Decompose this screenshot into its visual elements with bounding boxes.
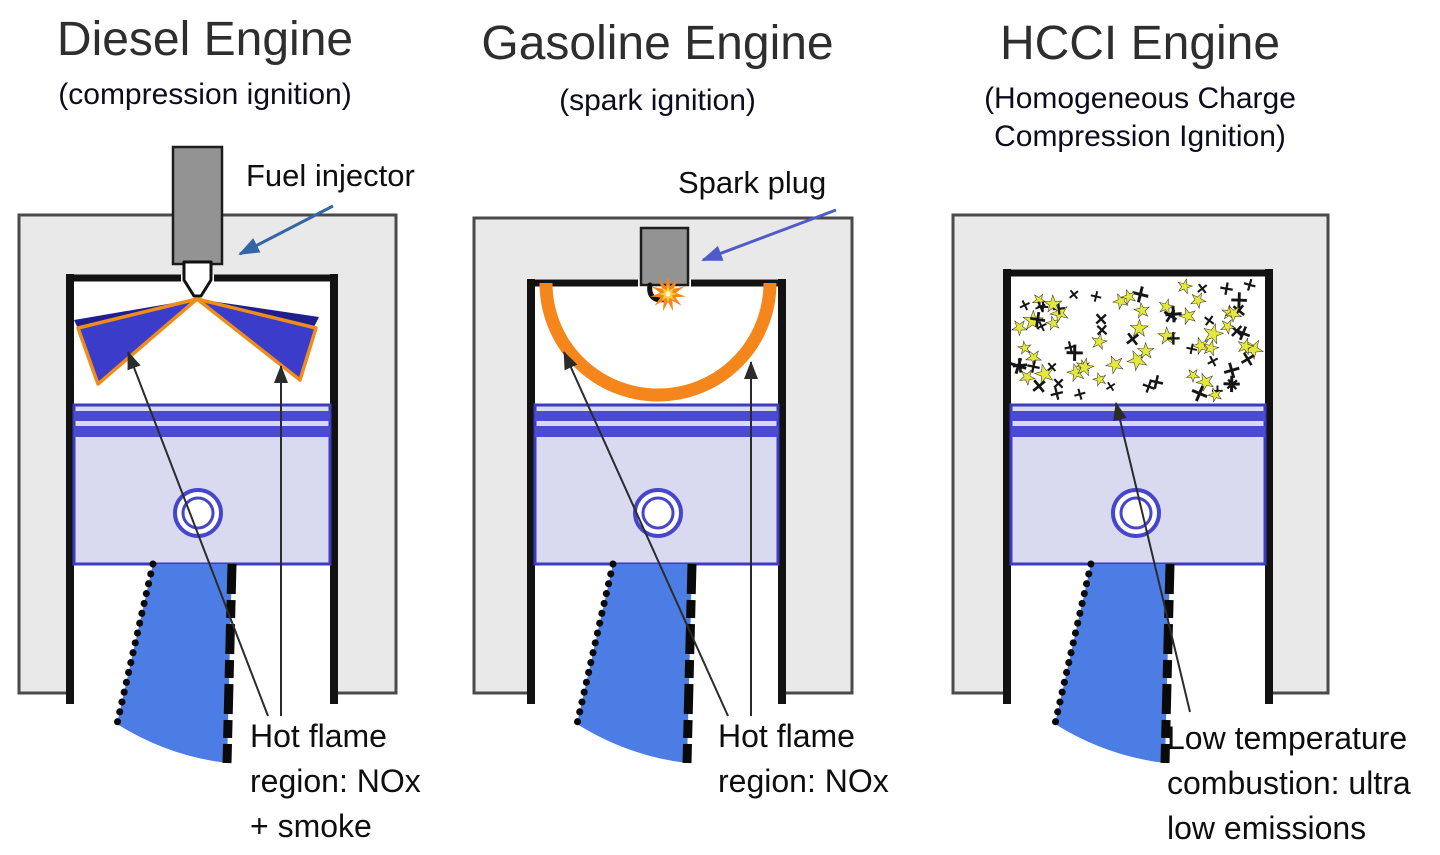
- svg-text:+: +: [1213, 278, 1240, 299]
- svg-text:★: ★: [1032, 291, 1047, 310]
- gasoline-piston: [533, 403, 780, 566]
- svg-text:+: +: [1025, 304, 1049, 335]
- svg-text:★: ★: [1111, 289, 1131, 313]
- svg-text:+: +: [1207, 384, 1227, 398]
- svg-text:+: +: [1033, 299, 1053, 314]
- hcci-note-arrow: [1113, 402, 1191, 713]
- svg-text:★: ★: [1206, 384, 1225, 406]
- diesel-note-arrow-left: [127, 351, 269, 717]
- svg-text:★: ★: [1192, 372, 1217, 392]
- fuel-spray-left-cone: [76, 297, 199, 386]
- gasoline-note-arrow-left: [563, 351, 729, 717]
- hcci-charge-stars: +★★★★++★+++★++++++★★★+++★+★+★★★++★★★★+++…: [1001, 272, 1269, 412]
- spark-plug-arrow: [701, 208, 837, 262]
- spark-plug-label: Spark plug: [678, 165, 827, 200]
- svg-text:+: +: [1221, 369, 1243, 399]
- diesel-note-label: Hot flame region: NOx + smoke: [250, 718, 421, 844]
- hcci-connecting-rod: [1051, 560, 1175, 764]
- diesel-cylinder-walls: [66, 274, 338, 704]
- svg-text:+: +: [1006, 354, 1034, 376]
- spark-flash: [650, 276, 686, 312]
- gasoline-note-label: Hot flame region: NOx: [718, 718, 889, 799]
- svg-text:+: +: [1144, 368, 1168, 397]
- diesel-engine-diagram: [17, 145, 398, 764]
- hcci-piston: [1009, 403, 1267, 566]
- diesel-piston: [72, 403, 332, 566]
- svg-text:+: +: [1158, 302, 1189, 326]
- svg-text:+: +: [1060, 335, 1081, 360]
- gasoline-title: Gasoline Engine: [481, 17, 834, 70]
- svg-text:+: +: [1228, 285, 1250, 315]
- svg-text:★: ★: [1131, 301, 1154, 320]
- hcci-engine-diagram: +★★★★++★+++★++++++★★★+++★+★+★★★++★★★★+++…: [951, 213, 1330, 764]
- hcci-subtitle: (Homogeneous Charge Compression Ignition…: [984, 82, 1296, 153]
- diesel-connecting-rod: [113, 560, 237, 764]
- svg-text:+: +: [1068, 384, 1092, 404]
- gasoline-subtitle: (spark ignition): [559, 84, 756, 117]
- svg-text:★: ★: [1156, 295, 1177, 319]
- svg-text:★: ★: [1234, 334, 1256, 360]
- svg-text:★: ★: [1047, 302, 1074, 324]
- svg-text:★: ★: [1119, 285, 1139, 308]
- hcci-note-label: Low temperature combustion: ultra low em…: [1167, 720, 1411, 846]
- svg-text:★: ★: [1074, 359, 1093, 373]
- diesel-subtitle: (compression ignition): [58, 78, 352, 111]
- gasoline-cylinder-walls: [527, 279, 786, 704]
- flame-front-arc: [539, 282, 777, 402]
- spark-plug-body: [639, 226, 690, 287]
- svg-text:+: +: [1047, 300, 1070, 318]
- gasoline-connecting-rod: [573, 560, 697, 764]
- svg-text:+: +: [1239, 272, 1260, 298]
- diesel-title: Diesel Engine: [56, 13, 354, 66]
- gasoline-engine-diagram: [472, 208, 854, 764]
- svg-text:+: +: [1019, 356, 1046, 377]
- svg-text:+: +: [1087, 285, 1105, 308]
- diesel-fuel-spray: [74, 297, 319, 386]
- fuel-injector-body: [171, 145, 224, 266]
- fuel-injector-arrow: [238, 204, 334, 256]
- svg-text:+: +: [1064, 338, 1086, 368]
- svg-text:★: ★: [1198, 322, 1227, 345]
- svg-text:+: +: [1165, 327, 1182, 351]
- fuel-spray-right-cone: [195, 297, 318, 382]
- svg-text:★: ★: [1089, 330, 1109, 354]
- svg-text:★: ★: [1199, 335, 1222, 361]
- svg-text:★: ★: [1090, 373, 1108, 387]
- hcci-title: HCCI Engine: [999, 17, 1281, 70]
- hcci-cylinder-walls: [1003, 269, 1273, 704]
- fuel-injector-nozzle: [182, 260, 213, 298]
- svg-text:+: +: [1042, 383, 1069, 405]
- svg-text:+: +: [1134, 374, 1162, 398]
- fuel-injector-label: Fuel injector: [246, 158, 415, 193]
- svg-text:+: +: [1183, 337, 1201, 360]
